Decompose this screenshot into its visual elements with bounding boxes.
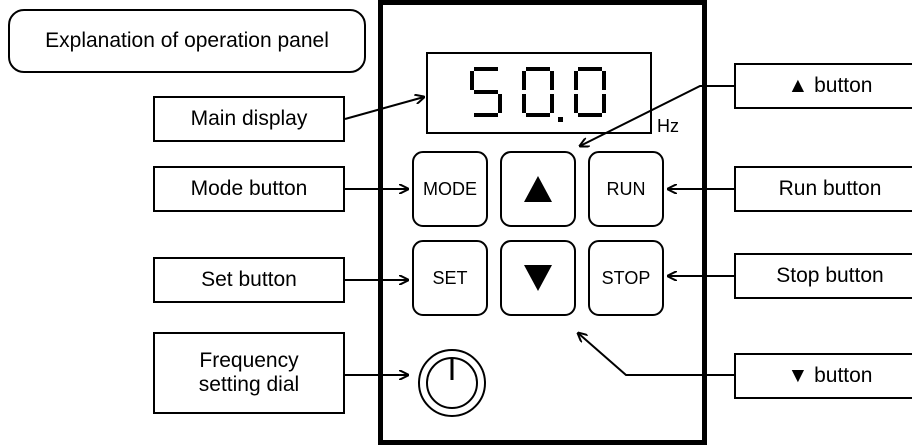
run-button-callout: Run button	[734, 166, 912, 212]
digit-0-first	[522, 67, 554, 117]
frequency-dial-callout: Frequency setting dial	[153, 332, 345, 414]
set-key[interactable]: SET	[412, 240, 488, 316]
down-key[interactable]	[500, 240, 576, 316]
decimal-point	[558, 117, 563, 122]
diagram-title: Explanation of operation panel	[8, 9, 366, 73]
down-button-callout: ▼ button	[734, 353, 912, 399]
stop-key[interactable]: STOP	[588, 240, 664, 316]
up-button-callout: ▲ button	[734, 63, 912, 109]
digit-5	[470, 67, 502, 117]
down-button-arrow	[578, 333, 734, 376]
set-button-callout: Set button	[153, 257, 345, 303]
callout-arrows	[344, 85, 734, 432]
main-display-callout: Main display	[153, 96, 345, 142]
frequency-dial[interactable]	[416, 347, 488, 419]
up-button-arrow	[580, 85, 734, 146]
stop-button-callout: Stop button	[734, 253, 912, 299]
up-triangle-icon	[524, 176, 552, 202]
mode-key[interactable]: MODE	[412, 151, 488, 227]
main-display-arrow	[344, 97, 424, 120]
mode-button-callout: Mode button	[153, 166, 345, 212]
seven-segment-readout	[470, 67, 606, 122]
digit-0-second	[574, 67, 606, 117]
run-key[interactable]: RUN	[588, 151, 664, 227]
frequency-dial-callout-line1: Frequency	[199, 348, 299, 372]
up-key[interactable]	[500, 151, 576, 227]
unit-label: Hz	[657, 116, 679, 136]
down-triangle-icon	[524, 265, 552, 291]
main-display	[426, 52, 652, 134]
frequency-dial-callout-line2: setting dial	[198, 373, 300, 396]
